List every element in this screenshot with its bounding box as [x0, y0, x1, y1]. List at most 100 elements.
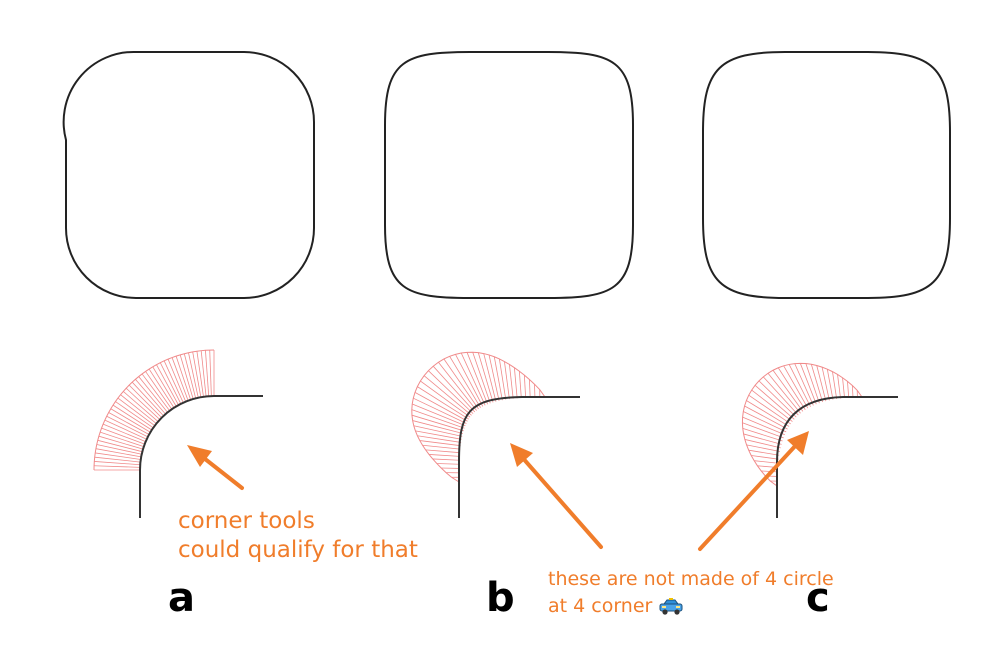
- comb-line: [498, 358, 507, 400]
- comb-line: [101, 427, 145, 445]
- comb-line: [420, 380, 471, 418]
- comb-line: [826, 369, 834, 400]
- comb-line: [799, 363, 817, 405]
- comb-line: [171, 357, 189, 401]
- comb-line: [414, 392, 468, 422]
- comb-line: [148, 368, 175, 408]
- comb-line: [125, 387, 161, 420]
- shape-b-squircle: [384, 51, 634, 299]
- comb-line: [748, 394, 791, 425]
- annotation-not-circles-line2-text: at 4 corner: [548, 595, 653, 617]
- comb-line: [96, 444, 142, 455]
- comb-line: [754, 385, 795, 420]
- comb-line: [152, 366, 177, 407]
- comb-line: [428, 370, 474, 414]
- comb-line: [412, 403, 466, 427]
- comb-line: [128, 384, 162, 418]
- comb-line: [98, 435, 144, 450]
- comb-line: [832, 371, 838, 400]
- comb-line: [746, 400, 790, 427]
- comb-line: [518, 371, 522, 398]
- comb-line: [805, 363, 820, 404]
- corner-curve-b: [458, 396, 580, 518]
- comb-line: [413, 397, 467, 424]
- comb-line: [95, 452, 141, 460]
- comb-line: [417, 435, 462, 443]
- comb-line: [483, 353, 497, 402]
- comb-line: [810, 364, 823, 403]
- comb-line: [460, 352, 486, 406]
- corner-curve-c: [776, 396, 898, 518]
- comb-line: [751, 455, 779, 460]
- comb-line: [120, 394, 157, 424]
- comb-line: [504, 361, 510, 400]
- annotation-not-circles-line2: at 4 corner: [548, 593, 834, 620]
- comb-line: [428, 454, 460, 457]
- comb-line: [432, 365, 476, 413]
- comb-line: [131, 381, 164, 417]
- comb-line: [847, 381, 850, 398]
- comb-line: [443, 358, 479, 410]
- comb-line: [788, 364, 811, 407]
- annotation-corner-tools-line2: could qualify for that: [178, 537, 418, 563]
- comb-line: [816, 365, 827, 402]
- comb-line: [772, 370, 804, 412]
- comb-line: [528, 379, 531, 398]
- comb-line: [196, 351, 204, 397]
- comb-line: [156, 364, 179, 406]
- comb-line: [412, 420, 463, 434]
- comb-line: [422, 444, 461, 450]
- arrow-to-corner-c: [698, 431, 809, 551]
- annotation-corner-tools: corner tools could qualify for that: [178, 507, 418, 565]
- comb-line: [179, 354, 194, 400]
- shape-c-smooth-rounded-square: [702, 51, 951, 299]
- comb-line: [777, 367, 806, 410]
- comb-line: [748, 449, 780, 456]
- comb-line: [742, 428, 783, 442]
- comb-line: [135, 379, 166, 415]
- comb-line: [200, 350, 207, 397]
- arrow-to-corner-a: [187, 445, 244, 490]
- comb-line: [159, 362, 182, 405]
- comb-line: [851, 385, 854, 398]
- comb-line: [417, 386, 469, 420]
- annotation-corner-tools-line1: corner tools: [178, 508, 315, 534]
- comb-line: [97, 439, 143, 453]
- comb-line: [163, 360, 184, 403]
- comb-line: [763, 376, 799, 416]
- comb-line: [123, 391, 159, 422]
- comb-line: [742, 422, 784, 439]
- comb-line: [751, 389, 793, 422]
- comb-line: [95, 448, 142, 458]
- comb-line: [108, 412, 150, 435]
- comb-envelope: [741, 362, 863, 487]
- comb-line: [188, 352, 199, 398]
- comb-line: [183, 353, 197, 399]
- comb-line: [744, 405, 788, 430]
- label-a: a: [168, 575, 195, 621]
- taxi-icon: [659, 597, 683, 615]
- comb-line: [138, 376, 168, 413]
- comb-line: [415, 430, 462, 440]
- annotation-not-circles: these are not made of 4 circle at 4 corn…: [548, 566, 834, 620]
- comb-line: [783, 365, 809, 409]
- comb-line: [411, 414, 464, 432]
- comb-line: [419, 440, 461, 447]
- comb-line: [509, 364, 514, 399]
- curvature-comb-b: [411, 351, 546, 483]
- comb-line: [743, 433, 782, 445]
- comb-line: [145, 371, 173, 410]
- label-c: c: [806, 575, 830, 621]
- shape-a-rounded-square: [62, 50, 315, 299]
- comb-line: [743, 411, 787, 433]
- comb-line: [167, 358, 187, 402]
- comb-line: [449, 356, 481, 408]
- comb-line: [413, 425, 463, 437]
- comb-line: [205, 350, 210, 397]
- comb-line: [746, 444, 780, 452]
- comb-line: [514, 367, 518, 399]
- comb-line: [523, 375, 527, 398]
- comb-line: [141, 373, 170, 411]
- comb-line: [754, 460, 779, 464]
- comb-line: [842, 377, 845, 398]
